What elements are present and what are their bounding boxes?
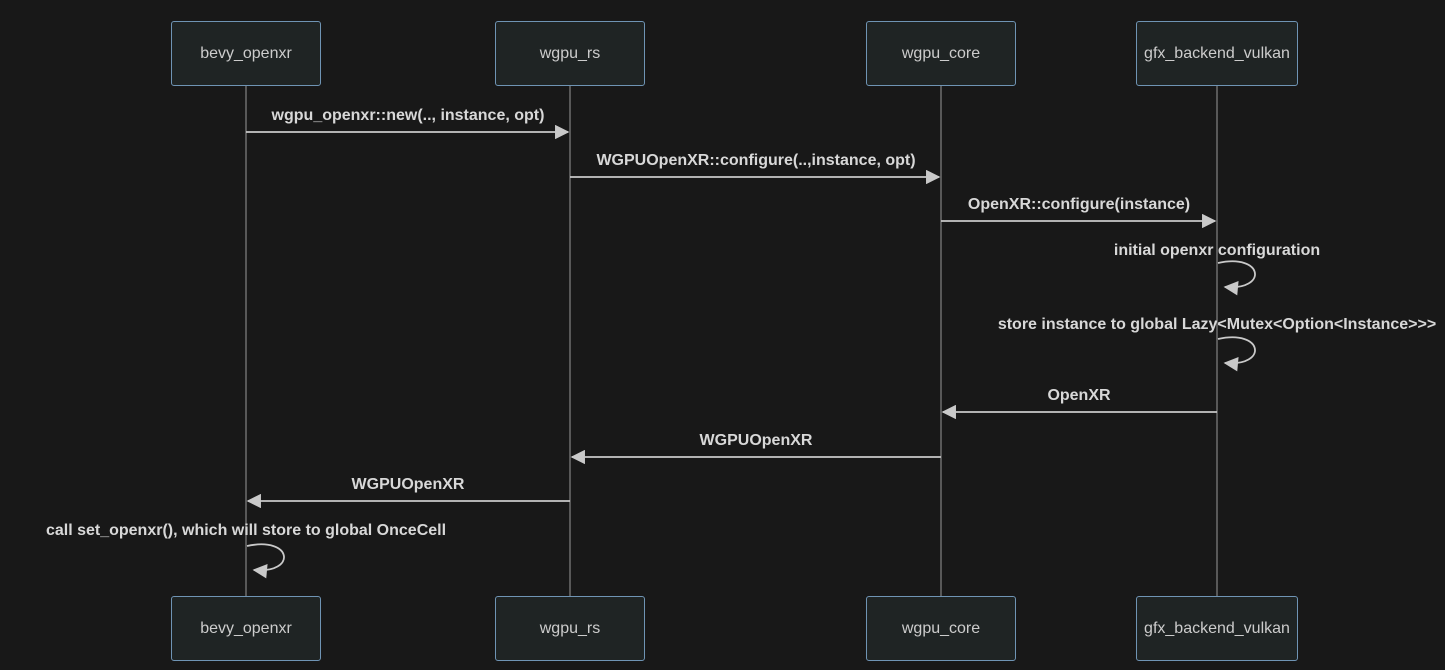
self-loop-initial-config [1217, 260, 1256, 296]
actor-label: gfx_backend_vulkan [1144, 619, 1290, 637]
lifelines [245, 86, 1218, 597]
message-label-wgpuopenxr-configure: WGPUOpenXR::configure(..,instance, opt) [596, 152, 916, 169]
message-label-store-instance: store instance to global Lazy<Mutex<Opti… [997, 316, 1437, 333]
message-label-set-openxr: call set_openxr(), which will store to g… [45, 522, 447, 539]
actor-top-wgpu-core: wgpu_core [866, 21, 1016, 86]
actor-label: wgpu_rs [539, 44, 601, 62]
actor-label: bevy_openxr [200, 619, 292, 637]
actor-label: wgpu_rs [539, 619, 601, 637]
message-label-initial-config: initial openxr configuration [1113, 242, 1321, 259]
actor-label: gfx_backend_vulkan [1144, 44, 1290, 62]
actor-bottom-bevy-openxr: bevy_openxr [171, 596, 321, 661]
message-arrows [246, 124, 1256, 579]
message-label-return-wgpuopenxr-1: WGPUOpenXR [699, 432, 813, 449]
actor-bottom-gfx-backend-vulkan: gfx_backend_vulkan [1136, 596, 1298, 661]
self-loop-store-instance [1217, 336, 1256, 372]
self-loop-set-openxr [246, 543, 285, 579]
message-label-new: wgpu_openxr::new(.., instance, opt) [271, 107, 545, 124]
actor-bottom-wgpu-core: wgpu_core [866, 596, 1016, 661]
actor-label: bevy_openxr [200, 44, 292, 62]
message-label-return-openxr: OpenXR [1047, 387, 1111, 404]
message-label-return-wgpuopenxr-2: WGPUOpenXR [351, 476, 465, 493]
actor-top-gfx-backend-vulkan: gfx_backend_vulkan [1136, 21, 1298, 86]
actor-bottom-wgpu-rs: wgpu_rs [495, 596, 645, 661]
message-label-openxr-configure: OpenXR::configure(instance) [967, 196, 1191, 213]
actor-top-wgpu-rs: wgpu_rs [495, 21, 645, 86]
actor-top-bevy-openxr: bevy_openxr [171, 21, 321, 86]
actor-label: wgpu_core [901, 619, 981, 637]
actor-label: wgpu_core [901, 44, 981, 62]
